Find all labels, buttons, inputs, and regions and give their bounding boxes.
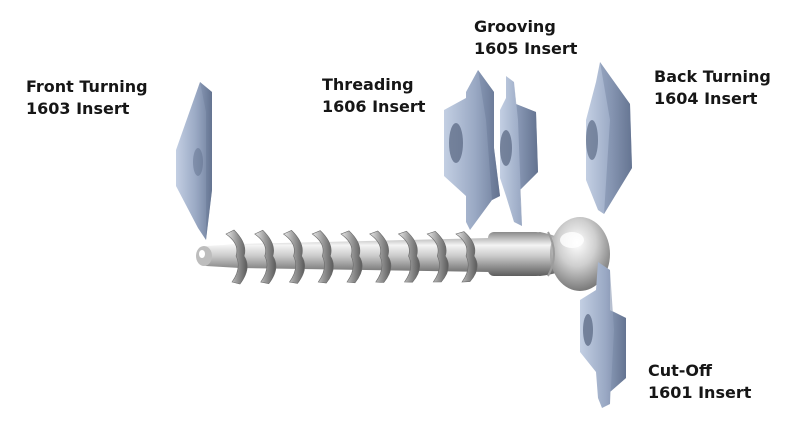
screw-thread — [282, 230, 305, 284]
bone-screw — [196, 217, 610, 291]
screw-thread — [369, 230, 392, 283]
cut-off-insert-number: 1601 Insert — [648, 383, 752, 402]
cut-off-name: Cut-Off — [648, 361, 712, 380]
screw-thread — [225, 229, 248, 285]
front-turning-insert-number: 1603 Insert — [26, 99, 130, 118]
back-turning-name: Back Turning — [654, 67, 771, 86]
grooving-insert — [500, 76, 538, 226]
grooving-insert-number: 1605 Insert — [474, 39, 578, 58]
threading-insert-number: 1606 Insert — [322, 97, 426, 116]
cut-off-label: Cut-Off 1601 Insert — [648, 360, 751, 404]
grooving-label: Grooving 1605 Insert — [474, 16, 577, 60]
back-turning-label: Back Turning 1604 Insert — [654, 66, 771, 110]
threading-insert — [444, 70, 500, 230]
screw-thread — [426, 231, 449, 283]
front-turning-label: Front Turning 1603 Insert — [26, 76, 148, 120]
cut-off-insert — [580, 262, 626, 408]
threading-name: Threading — [322, 75, 414, 94]
screw-threads — [225, 229, 478, 285]
threading-label: Threading 1606 Insert — [322, 74, 425, 118]
back-turning-insert-number: 1604 Insert — [654, 89, 758, 108]
screw-thread — [397, 230, 420, 283]
screw-thread — [254, 229, 277, 285]
front-turning-insert — [176, 82, 212, 240]
screw-thread — [340, 230, 363, 284]
screw-thread — [455, 231, 478, 283]
front-turning-name: Front Turning — [26, 77, 148, 96]
back-turning-insert — [586, 62, 632, 214]
grooving-name: Grooving — [474, 17, 556, 36]
screw-thread — [311, 230, 334, 284]
